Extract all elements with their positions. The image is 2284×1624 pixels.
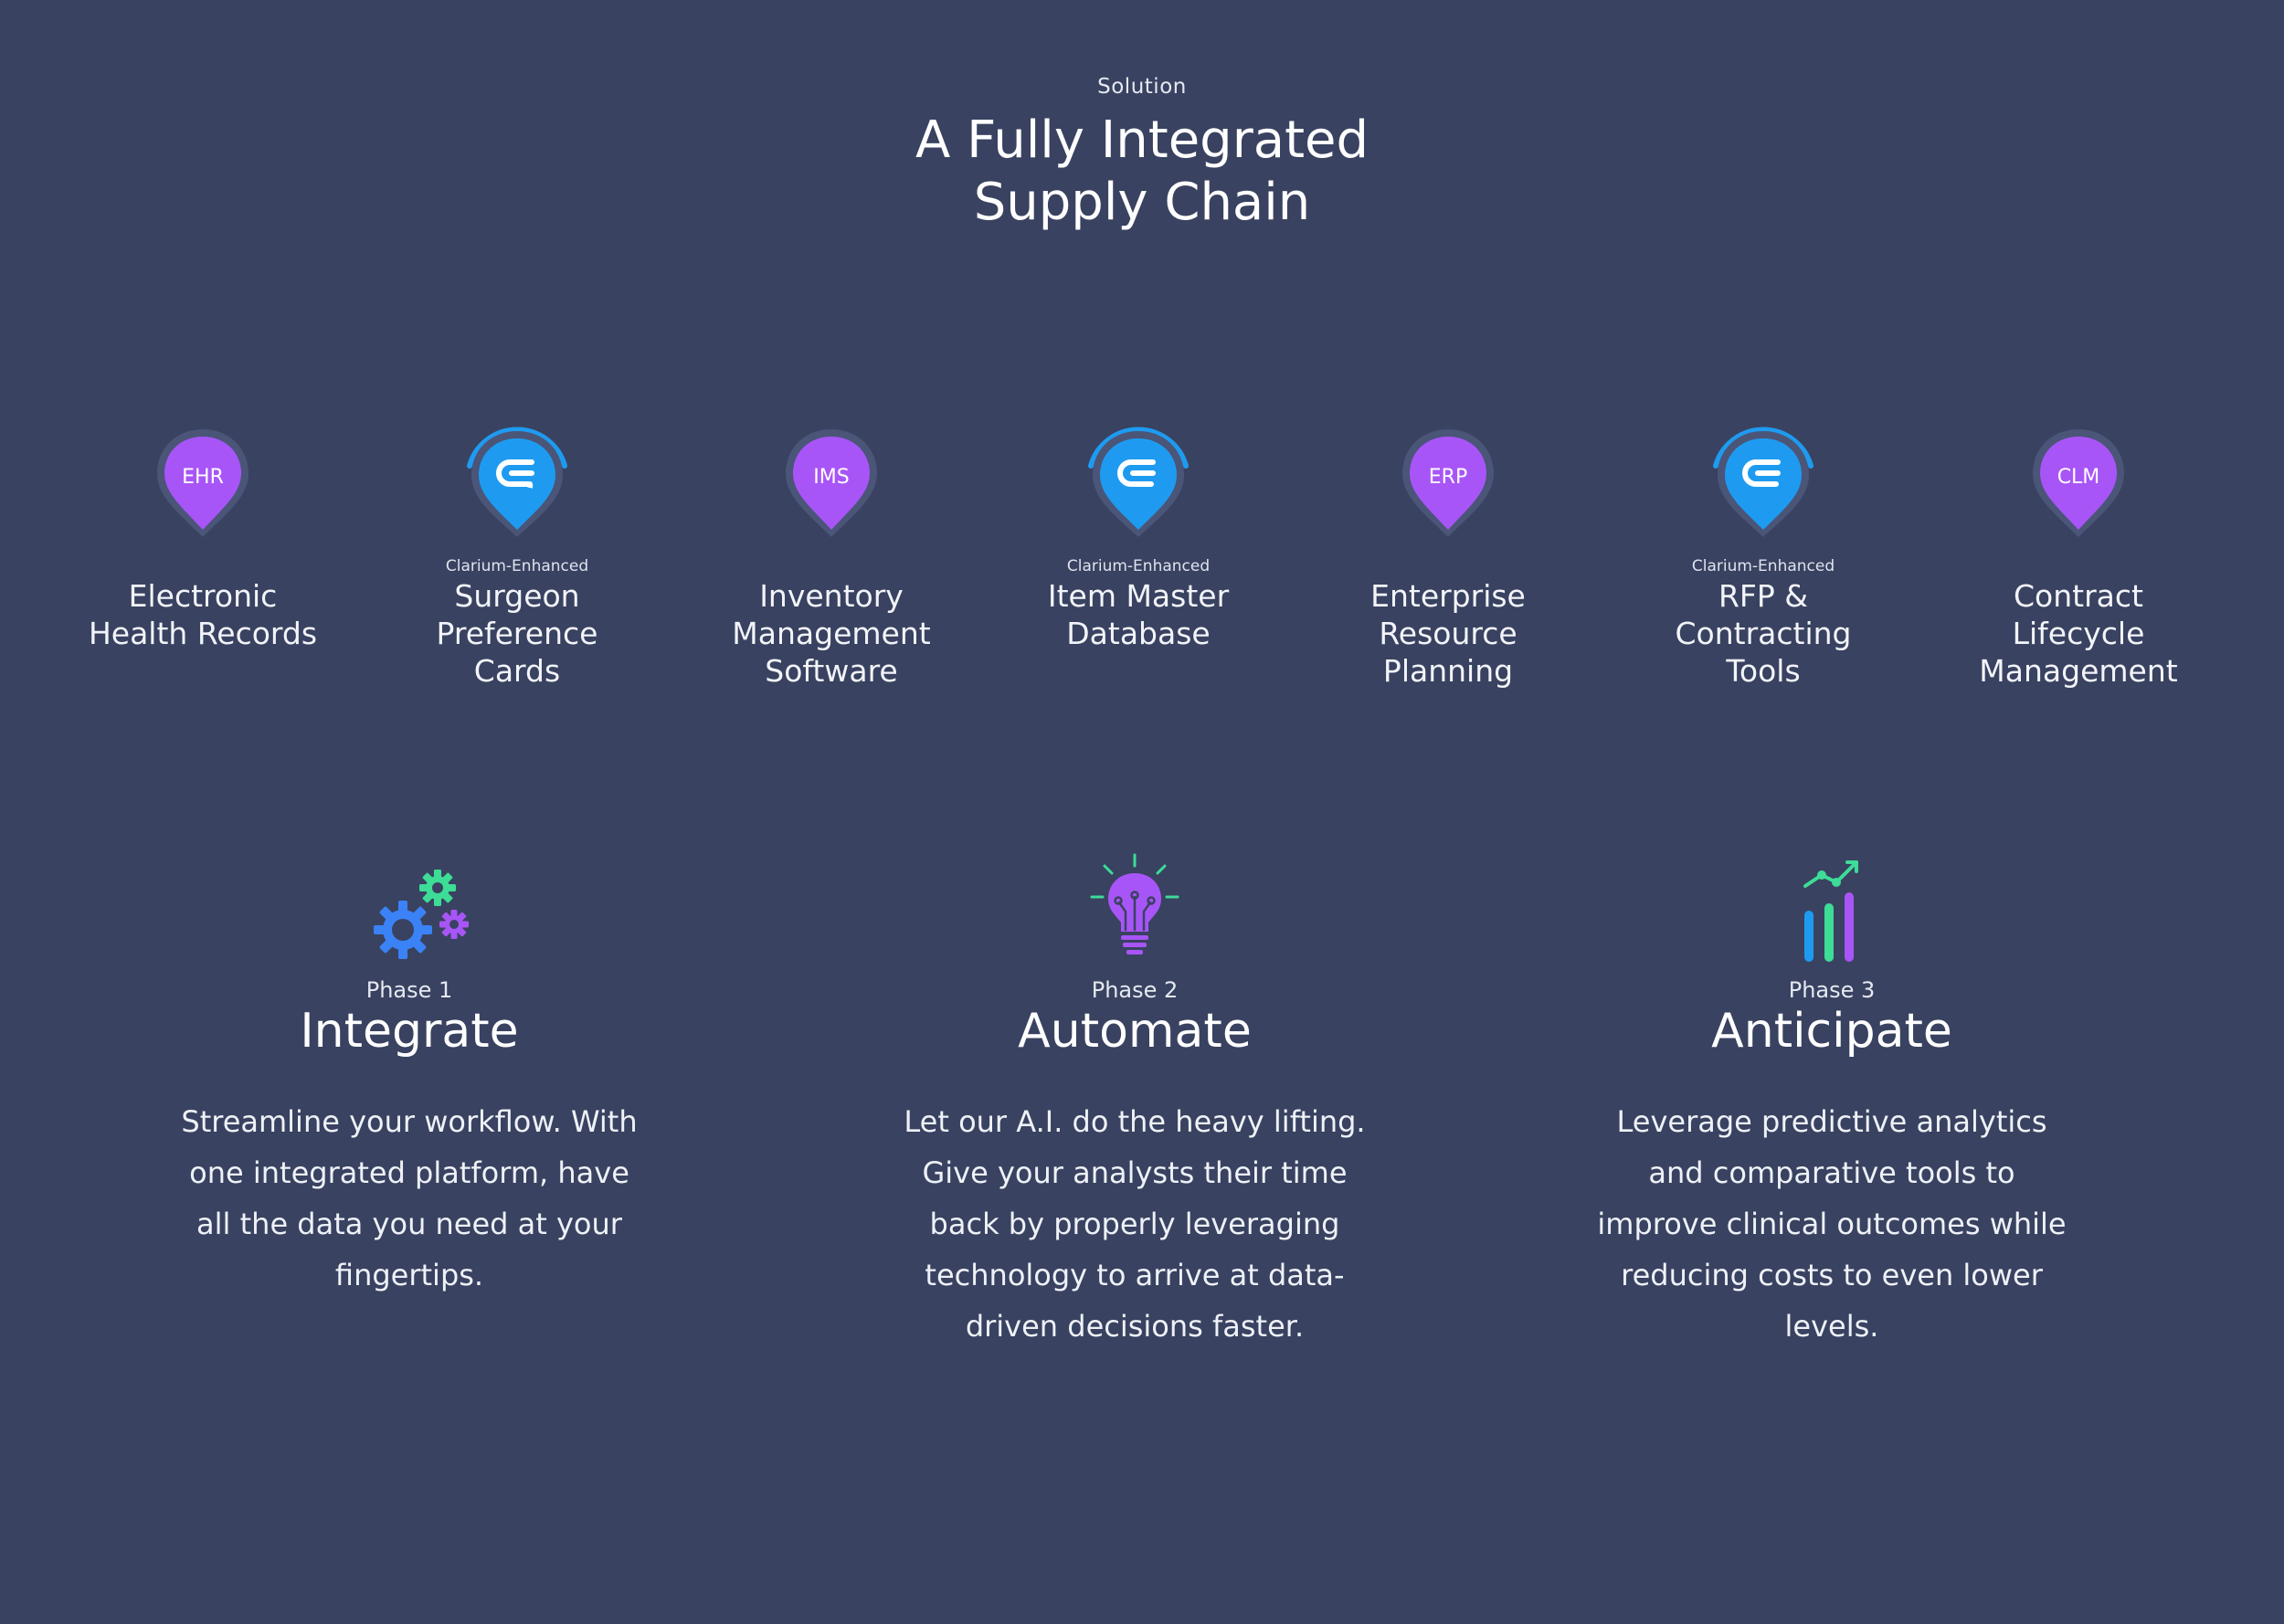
system-erp: ERP Enterprise Resource Planning <box>1297 418 1599 690</box>
system-name: Item Master Database <box>1047 578 1230 651</box>
system-name: Contract Lifecycle Management <box>1979 578 2178 689</box>
phase-integrate: Phase 1 Integrate Streamline your workfl… <box>153 849 665 1301</box>
system-item-master-database: Clarium-Enhanced Item Master Database <box>988 418 1289 652</box>
bar-chart-growth-icon <box>1772 849 1891 968</box>
phase-automate: Phase 2 Automate Let our A.I. do the hea… <box>879 849 1390 1352</box>
section-eyebrow: Solution <box>1097 75 1187 99</box>
system-ehr: EHR Electronic Health Records <box>52 418 354 652</box>
phase-description: Leverage predictive analytics and compar… <box>1597 1104 2067 1344</box>
phase-title: Automate <box>1018 1004 1252 1059</box>
phase-anticipate: Phase 3 Anticipate Leverage predictive a… <box>1576 849 2088 1352</box>
system-eyebrow: Clarium-Enhanced <box>445 557 589 575</box>
map-pin-icon: ERP <box>1384 418 1512 546</box>
phase-label: Phase 3 <box>1788 977 1876 1003</box>
map-pin-icon: IMS <box>767 418 895 546</box>
gears-icon <box>350 849 469 968</box>
system-name: RFP & Contracting Tools <box>1675 578 1852 689</box>
phase-label: Phase 2 <box>1091 977 1179 1003</box>
phase-description: Let our A.I. do the heavy lifting. Give … <box>904 1104 1366 1344</box>
page-title: A Fully Integrated Supply Chain <box>0 110 2284 234</box>
page-title-line-1: A Fully Integrated <box>915 111 1369 170</box>
system-name: Surgeon Preference Cards <box>436 578 598 689</box>
pin-badge: CLM <box>2057 466 2100 489</box>
pin-badge: IMS <box>813 466 850 489</box>
clarium-logo-icon <box>1699 418 1827 546</box>
system-name: Electronic Health Records <box>88 578 318 651</box>
clarium-logo-icon <box>453 418 581 546</box>
pin-badge: ERP <box>1428 466 1468 489</box>
phase-title: Integrate <box>300 1004 519 1059</box>
map-pin-icon: CLM <box>2014 418 2142 546</box>
system-surgeon-preference-cards: Clarium-Enhanced Surgeon Preference Card… <box>366 418 668 690</box>
phase-label: Phase 1 <box>365 977 453 1003</box>
system-eyebrow: Clarium-Enhanced <box>1066 557 1211 575</box>
map-pin-icon: EHR <box>139 418 267 546</box>
phase-title: Anticipate <box>1711 1004 1952 1059</box>
system-name: Inventory Management Software <box>732 578 931 689</box>
system-clm: CLM Contract Lifecycle Management <box>1928 418 2229 690</box>
lightbulb-icon <box>1075 849 1194 968</box>
system-name: Enterprise Resource Planning <box>1370 578 1526 689</box>
page-title-line-2: Supply Chain <box>973 173 1311 232</box>
system-eyebrow: Clarium-Enhanced <box>1691 557 1835 575</box>
system-rfp-contracting-tools: Clarium-Enhanced RFP & Contracting Tools <box>1613 418 1914 690</box>
clarium-logo-icon <box>1074 418 1202 546</box>
system-ims: IMS Inventory Management Software <box>681 418 982 690</box>
pin-badge: EHR <box>182 466 224 489</box>
phase-description: Streamline your workflow. With one integ… <box>181 1104 638 1292</box>
